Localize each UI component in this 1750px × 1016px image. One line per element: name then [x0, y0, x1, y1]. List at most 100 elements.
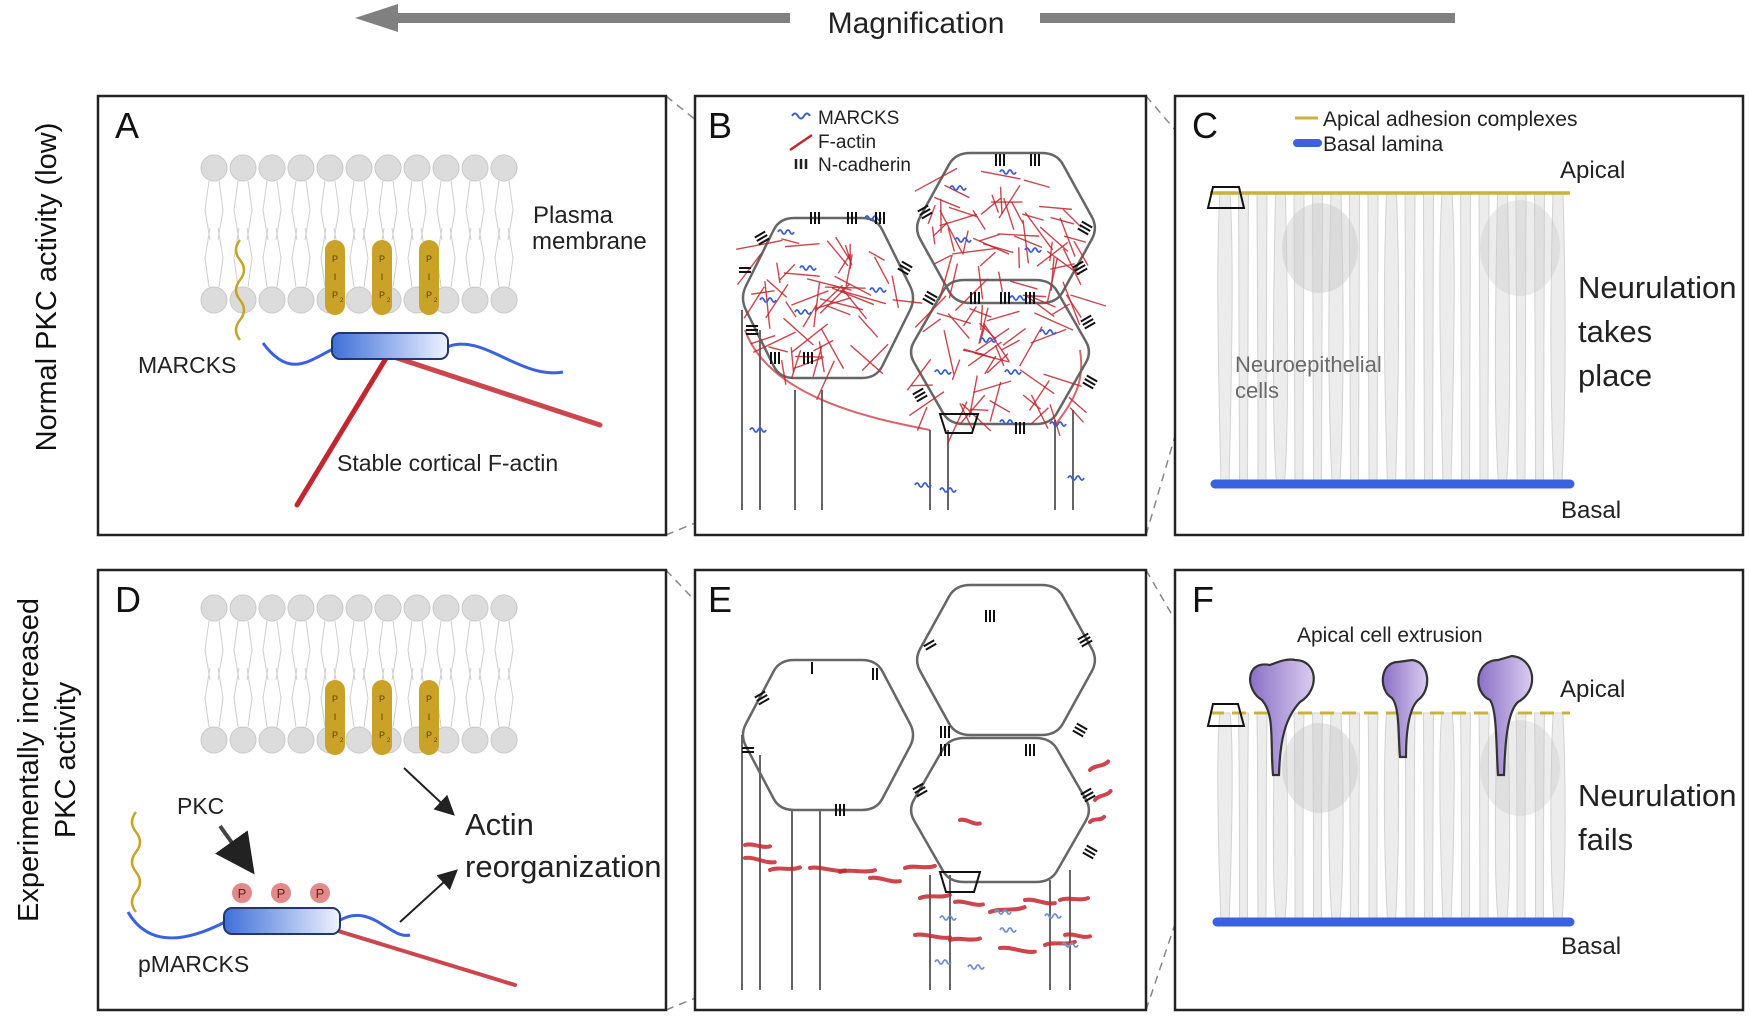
cadherin-tick	[756, 234, 768, 242]
factin-filament	[932, 221, 949, 237]
factin-filament	[766, 279, 788, 298]
factin-filament	[952, 247, 997, 255]
lipid-tail	[204, 227, 224, 288]
lipid-head	[200, 726, 228, 754]
lipid-tail	[494, 667, 514, 728]
actin-fragment-stroke	[1088, 759, 1111, 772]
actin-fragment-stroke	[1063, 932, 1092, 939]
actin-reorg-line1: Actin	[465, 807, 534, 842]
factin-filament	[1069, 407, 1085, 423]
ncadherin-junction	[847, 212, 857, 224]
cadherin-tick	[919, 208, 931, 216]
ncadherin-junction	[940, 726, 950, 738]
factin-filament	[1001, 339, 1021, 351]
pmarcks-protein-d	[126, 911, 411, 940]
phospho-label-3: P	[316, 886, 325, 901]
cell-outline-b-2	[915, 151, 1097, 305]
factin-filament	[979, 251, 996, 267]
pip2-letter-p: P	[426, 254, 432, 264]
panel-b-frame	[693, 94, 1148, 537]
actin-fragment-stroke	[953, 899, 985, 907]
cadherin-tick	[758, 697, 770, 706]
zoom-box-b	[938, 413, 980, 434]
factin-filament	[1022, 394, 1042, 410]
columnar-cell	[1237, 192, 1250, 485]
cadherin-tick	[1080, 314, 1092, 323]
factin-filament	[986, 353, 1009, 374]
marcks-molecule	[999, 927, 1017, 933]
pip2-lipid	[372, 680, 392, 755]
pkc-arrow	[215, 824, 255, 875]
actin-fragment	[743, 842, 772, 849]
actin-fragment	[918, 892, 952, 900]
legend-basal-label: Basal lamina	[1323, 133, 1444, 156]
actin-fragment	[903, 863, 937, 870]
factin-filament	[997, 233, 1040, 237]
ncadherin-junction	[985, 610, 995, 622]
marcks-molecule	[1067, 475, 1085, 481]
factin-filament	[750, 334, 776, 345]
factin-filament	[972, 380, 1012, 394]
marcks-protein-a	[261, 342, 564, 375]
cadherin-tick	[754, 230, 766, 239]
factin-filament	[958, 394, 986, 426]
ncadherin-junctions-e	[742, 610, 1098, 860]
factin-filament	[980, 197, 1002, 215]
factin-filament	[979, 233, 1000, 242]
factin-filament	[980, 170, 1021, 180]
panel-a-letter: A	[115, 105, 139, 146]
cadherin-tick	[1079, 224, 1091, 232]
factin-network-b	[736, 167, 1107, 445]
actin-fragment	[958, 817, 982, 826]
ncadherin-junction	[1025, 744, 1035, 756]
disorganized-actin-e	[743, 759, 1113, 954]
zoom-box-c	[1206, 186, 1246, 209]
factin-label-a: Stable cortical F-actin	[337, 450, 558, 476]
pip2-subscript: 2	[340, 738, 344, 744]
factin-filament	[783, 317, 814, 346]
apical-label-f: Apical	[1560, 676, 1625, 703]
cadherin-tick	[1082, 851, 1094, 860]
columnar-cell	[1217, 712, 1233, 923]
columnar-cell	[1459, 192, 1472, 485]
ncadherin-junction	[940, 744, 950, 756]
lipid-head	[345, 286, 373, 314]
lipid-tail	[349, 620, 369, 681]
factin-filament	[831, 287, 875, 306]
factin-filament	[1049, 404, 1061, 437]
factin-filament	[816, 360, 835, 401]
cadherin-tick	[921, 211, 933, 220]
lipid-head	[461, 726, 489, 754]
factin-filament	[813, 282, 821, 328]
cadherin-tick	[1086, 844, 1098, 853]
columnar-cell	[1256, 712, 1268, 923]
pip2-subscript: 2	[387, 298, 391, 304]
ncadherin-junction	[1072, 260, 1088, 276]
actin-fragment-stroke	[988, 905, 1027, 914]
pip2-letter-p: P	[426, 694, 432, 704]
factin-filament	[906, 358, 932, 391]
factin-filament	[764, 281, 771, 329]
zoom-box-e	[938, 871, 982, 893]
cadherin-tick	[1082, 381, 1094, 390]
factin-filament	[790, 349, 802, 379]
actin-fragment-stroke	[948, 936, 982, 942]
factin-filament	[826, 240, 849, 267]
cadherin-tick	[912, 387, 924, 396]
factin-filament	[1062, 248, 1082, 286]
marcks-molecule	[794, 309, 812, 315]
pip2-letter-p: P	[379, 254, 385, 264]
pip2-letter-i: I	[334, 272, 337, 282]
columnar-cell	[1237, 712, 1250, 923]
factin-filament	[1014, 235, 1043, 248]
lipid-tail	[204, 667, 224, 728]
neuroepithelial-label-line2: cells	[1235, 378, 1279, 403]
cadherin-tick	[1076, 267, 1088, 276]
marcks-molecule	[749, 427, 767, 433]
cortical-actin-band-b	[744, 329, 1083, 431]
pip2-subscript: 2	[387, 738, 391, 744]
pmarcks-label: pMARCKS	[138, 951, 249, 977]
legend-marcks-label: MARCKS	[818, 108, 899, 129]
factin-filament	[962, 306, 978, 327]
cadherin-tick	[917, 204, 929, 213]
